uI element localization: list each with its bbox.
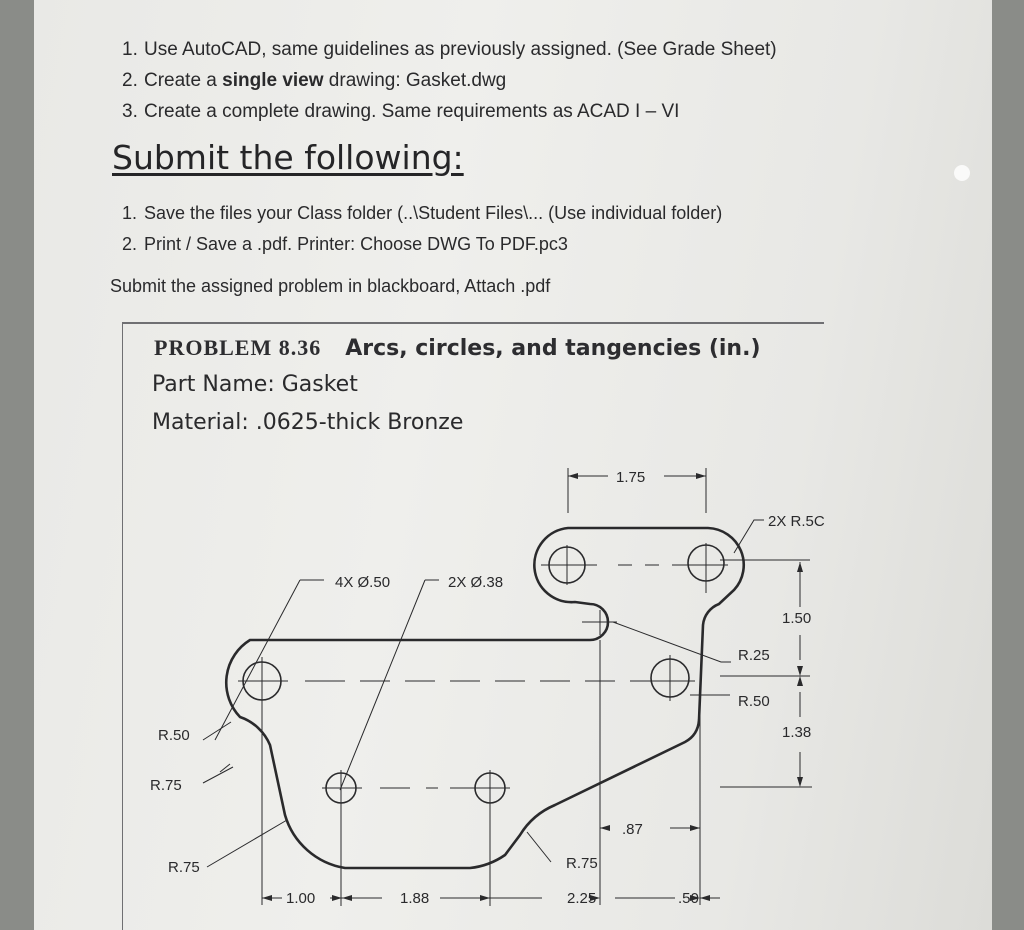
list-item: 1.Use AutoCAD, same guidelines as previo… xyxy=(122,39,777,60)
submit-list: 1.Save the files your Class folder (..\S… xyxy=(122,198,722,260)
centerline xyxy=(238,655,695,705)
dim-r-left-top: R.50 xyxy=(158,727,190,744)
worksheet-page: 1.Use AutoCAD, same guidelines as previo… xyxy=(34,0,992,930)
list-item: 1.Save the files your Class folder (..\S… xyxy=(122,203,723,223)
dim-base-2: 1.88 xyxy=(400,890,429,907)
dim-offset-notch: .87 xyxy=(622,821,643,838)
material: Material: .0625-thick Bronze xyxy=(152,410,464,435)
list-item: 3.Create a complete drawing. Same requir… xyxy=(122,101,680,122)
dim-holes-small: 2X Ø.38 xyxy=(448,574,503,591)
centerline xyxy=(322,770,510,806)
divider xyxy=(122,322,824,324)
dim-height-lower: 1.38 xyxy=(782,724,811,741)
dim-r-right: R.50 xyxy=(738,693,770,710)
dim-base-1: 1.00 xyxy=(286,890,315,907)
problem-title: Arcs, circles, and tangencies (in.) xyxy=(345,336,761,361)
divider-vertical xyxy=(122,322,123,930)
dim-holes-large: 4X Ø.50 xyxy=(335,574,390,591)
dim-top-width: 1.75 xyxy=(616,469,645,486)
centerline xyxy=(582,610,617,635)
part-name: Part Name: Gasket xyxy=(152,372,358,397)
dim-r-bottom-right: R.75 xyxy=(566,855,598,872)
emphasis-text: single view xyxy=(222,70,324,91)
submit-note: Submit the assigned problem in blackboar… xyxy=(110,276,551,296)
dim-base-3: 2.25 xyxy=(567,890,596,907)
list-item: 2.Print / Save a .pdf. Printer: Choose D… xyxy=(122,234,568,254)
centerline xyxy=(541,543,728,593)
page-tab-marker xyxy=(954,165,970,181)
gasket-outline xyxy=(224,526,745,870)
dim-height-upper: 1.50 xyxy=(782,610,811,627)
dim-slot-radius: 2X R.5C xyxy=(768,513,825,530)
dim-r-inner: R.25 xyxy=(738,647,770,664)
list-item: 2.Create a single view drawing: Gasket.d… xyxy=(122,70,507,91)
problem-header: PROBLEM 8.36 Arcs, circles, and tangencie… xyxy=(154,334,761,361)
dim-r-left-mid: R.75 xyxy=(150,777,182,794)
problem-number: PROBLEM 8.36 xyxy=(154,335,322,360)
dim-r-left-bottom: R.75 xyxy=(168,859,200,876)
instructions-list: 1.Use AutoCAD, same guidelines as previo… xyxy=(122,34,777,127)
dim-base-4: .50 xyxy=(678,890,699,907)
submit-heading: Submit the following: xyxy=(112,138,464,177)
